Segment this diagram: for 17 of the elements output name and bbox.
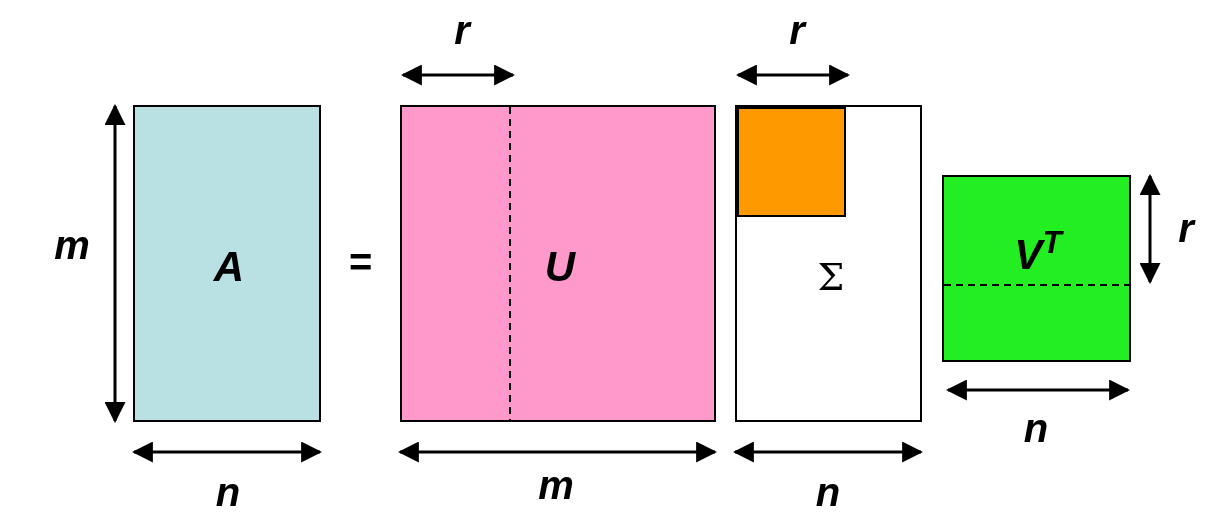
dimension-label: r — [789, 10, 805, 50]
block-box — [737, 107, 846, 217]
dimension-label: r — [1178, 208, 1194, 248]
dimension-label: n — [815, 472, 841, 512]
equals-sign: = — [348, 242, 372, 282]
matrix-box — [400, 105, 716, 422]
dimension-label: n — [1023, 408, 1049, 448]
dimension-label: n — [215, 472, 241, 512]
matrix-symbol: A — [213, 246, 245, 288]
matrix-box — [735, 105, 922, 422]
matrix-box — [942, 175, 1131, 362]
dimension-label: r — [454, 10, 470, 50]
matrix-symbol: Σ — [817, 258, 845, 296]
matrix-box — [133, 105, 321, 422]
matrix-symbol: U — [544, 246, 576, 288]
dimension-label: m — [54, 225, 90, 265]
dimension-label: m — [538, 465, 574, 505]
